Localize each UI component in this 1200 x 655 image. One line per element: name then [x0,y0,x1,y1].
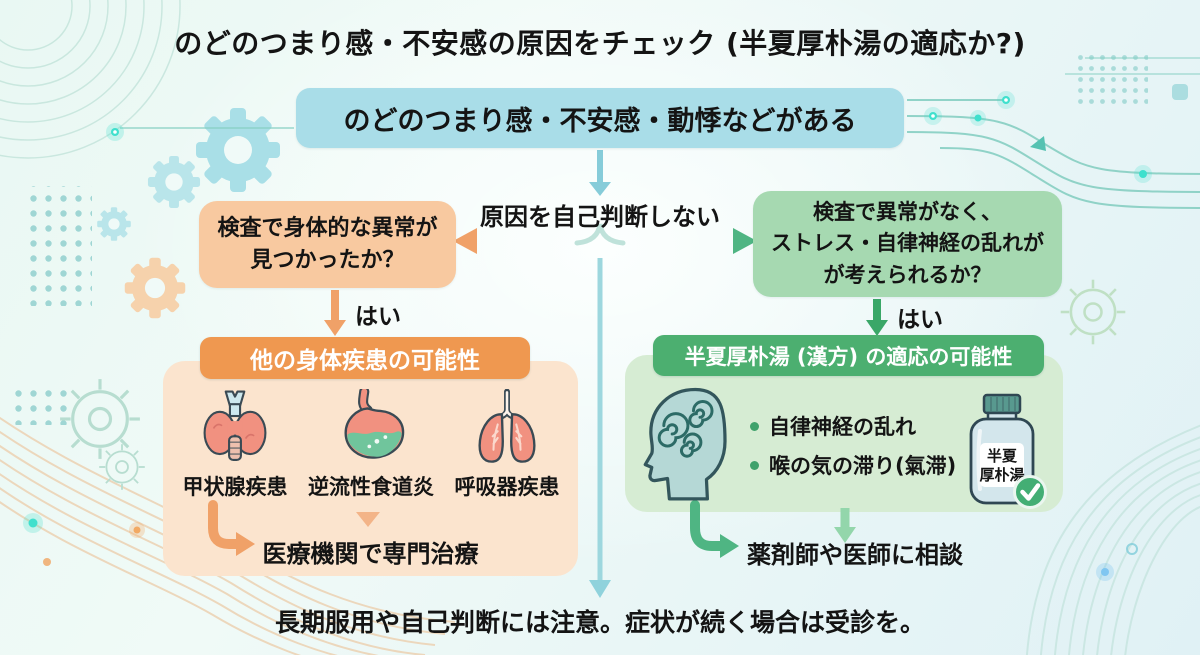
checkmark-icon [1013,475,1047,509]
bottle-wrap: 半夏 厚朴湯 [954,393,1050,510]
bullet-list: 自律神経の乱れ 喉の気の滞り(氣滞) [750,411,956,489]
header-other-diseases: 他の身体疾患の可能性 [200,337,530,379]
note-no-self-judgement: 原因を自己判断しない [480,203,720,231]
bullet-item: 自律神経の乱れ [750,411,956,441]
arrow-yes-right [866,299,888,336]
stomach-icon [344,389,405,459]
question-left-line1: 検査で身体的な異常が [217,215,438,241]
action-right: 薬剤師や医師に相談 [747,541,963,569]
bullet-dot [750,460,759,470]
circuit-arrowhead [1030,136,1046,151]
footer-note: 長期服用や自己判断には注意。症状が続く場合は受診を。 [274,608,925,637]
bullet-text: 喉の気の滞り(氣滞) [769,454,957,478]
question-right-line2: ストレス・自律神経の乱れが [771,231,1044,256]
circuit-chip [1172,84,1188,100]
thyroid-icon [203,390,267,461]
question-right: 検査で異常がなく、 ストレス・自律神経の乱れが が考えられるか？ [753,191,1062,297]
question-right-line1: 検査で異常がなく、 [813,199,1002,224]
bottle-label-line1: 半夏 [987,447,1018,465]
yes-label-right: はい [897,307,943,333]
disease-label: 甲状腺疾患 [182,475,288,499]
center-long-arrow [589,258,611,598]
head-wrap [636,383,738,507]
disease-item-thyroid: 甲状腺疾患 [167,389,303,501]
bottle-label-line2: 厚朴湯 [979,466,1024,484]
page-title: のどのつまり感・不安感の原因をチェック (半夏厚朴湯の適応か?) [174,27,1026,60]
disease-item-respiratory: 呼吸器疾患 [439,389,575,501]
spiral-icon [657,400,714,458]
arrow-yes-left [324,290,346,336]
bullet-item: 喉の気の滞り(氣滞) [750,450,956,480]
action-left: 医療機関で専門治療 [262,540,479,568]
disease-item-reflux: 逆流性食道炎 [303,389,439,501]
medicine-bottle-icon: 半夏 厚朴湯 [969,393,1047,509]
question-left: 検査で身体的な異常が 見つかったか？ [199,201,456,288]
question-left-line2: 見つかったか？ [250,247,405,273]
start-box: のどのつまり感・不安感・動悸などがある [296,88,904,148]
header-kampo: 半夏厚朴湯 (漢方) の適応の可能性 [653,335,1044,376]
yes-label-left: はい [355,304,401,330]
question-right-line3: が考えられるか？ [823,262,992,287]
head-icon [643,387,727,501]
bullet-dot [750,421,759,431]
arrow-down-start [589,150,611,196]
disease-row: 甲状腺疾患 逆流性食道炎 呼吸器疾患 [167,389,575,501]
disease-label: 逆流性食道炎 [308,475,434,499]
disease-label: 呼吸器疾患 [454,475,560,499]
lungs-icon [478,389,536,463]
bullet-text: 自律神経の乱れ [769,415,916,439]
